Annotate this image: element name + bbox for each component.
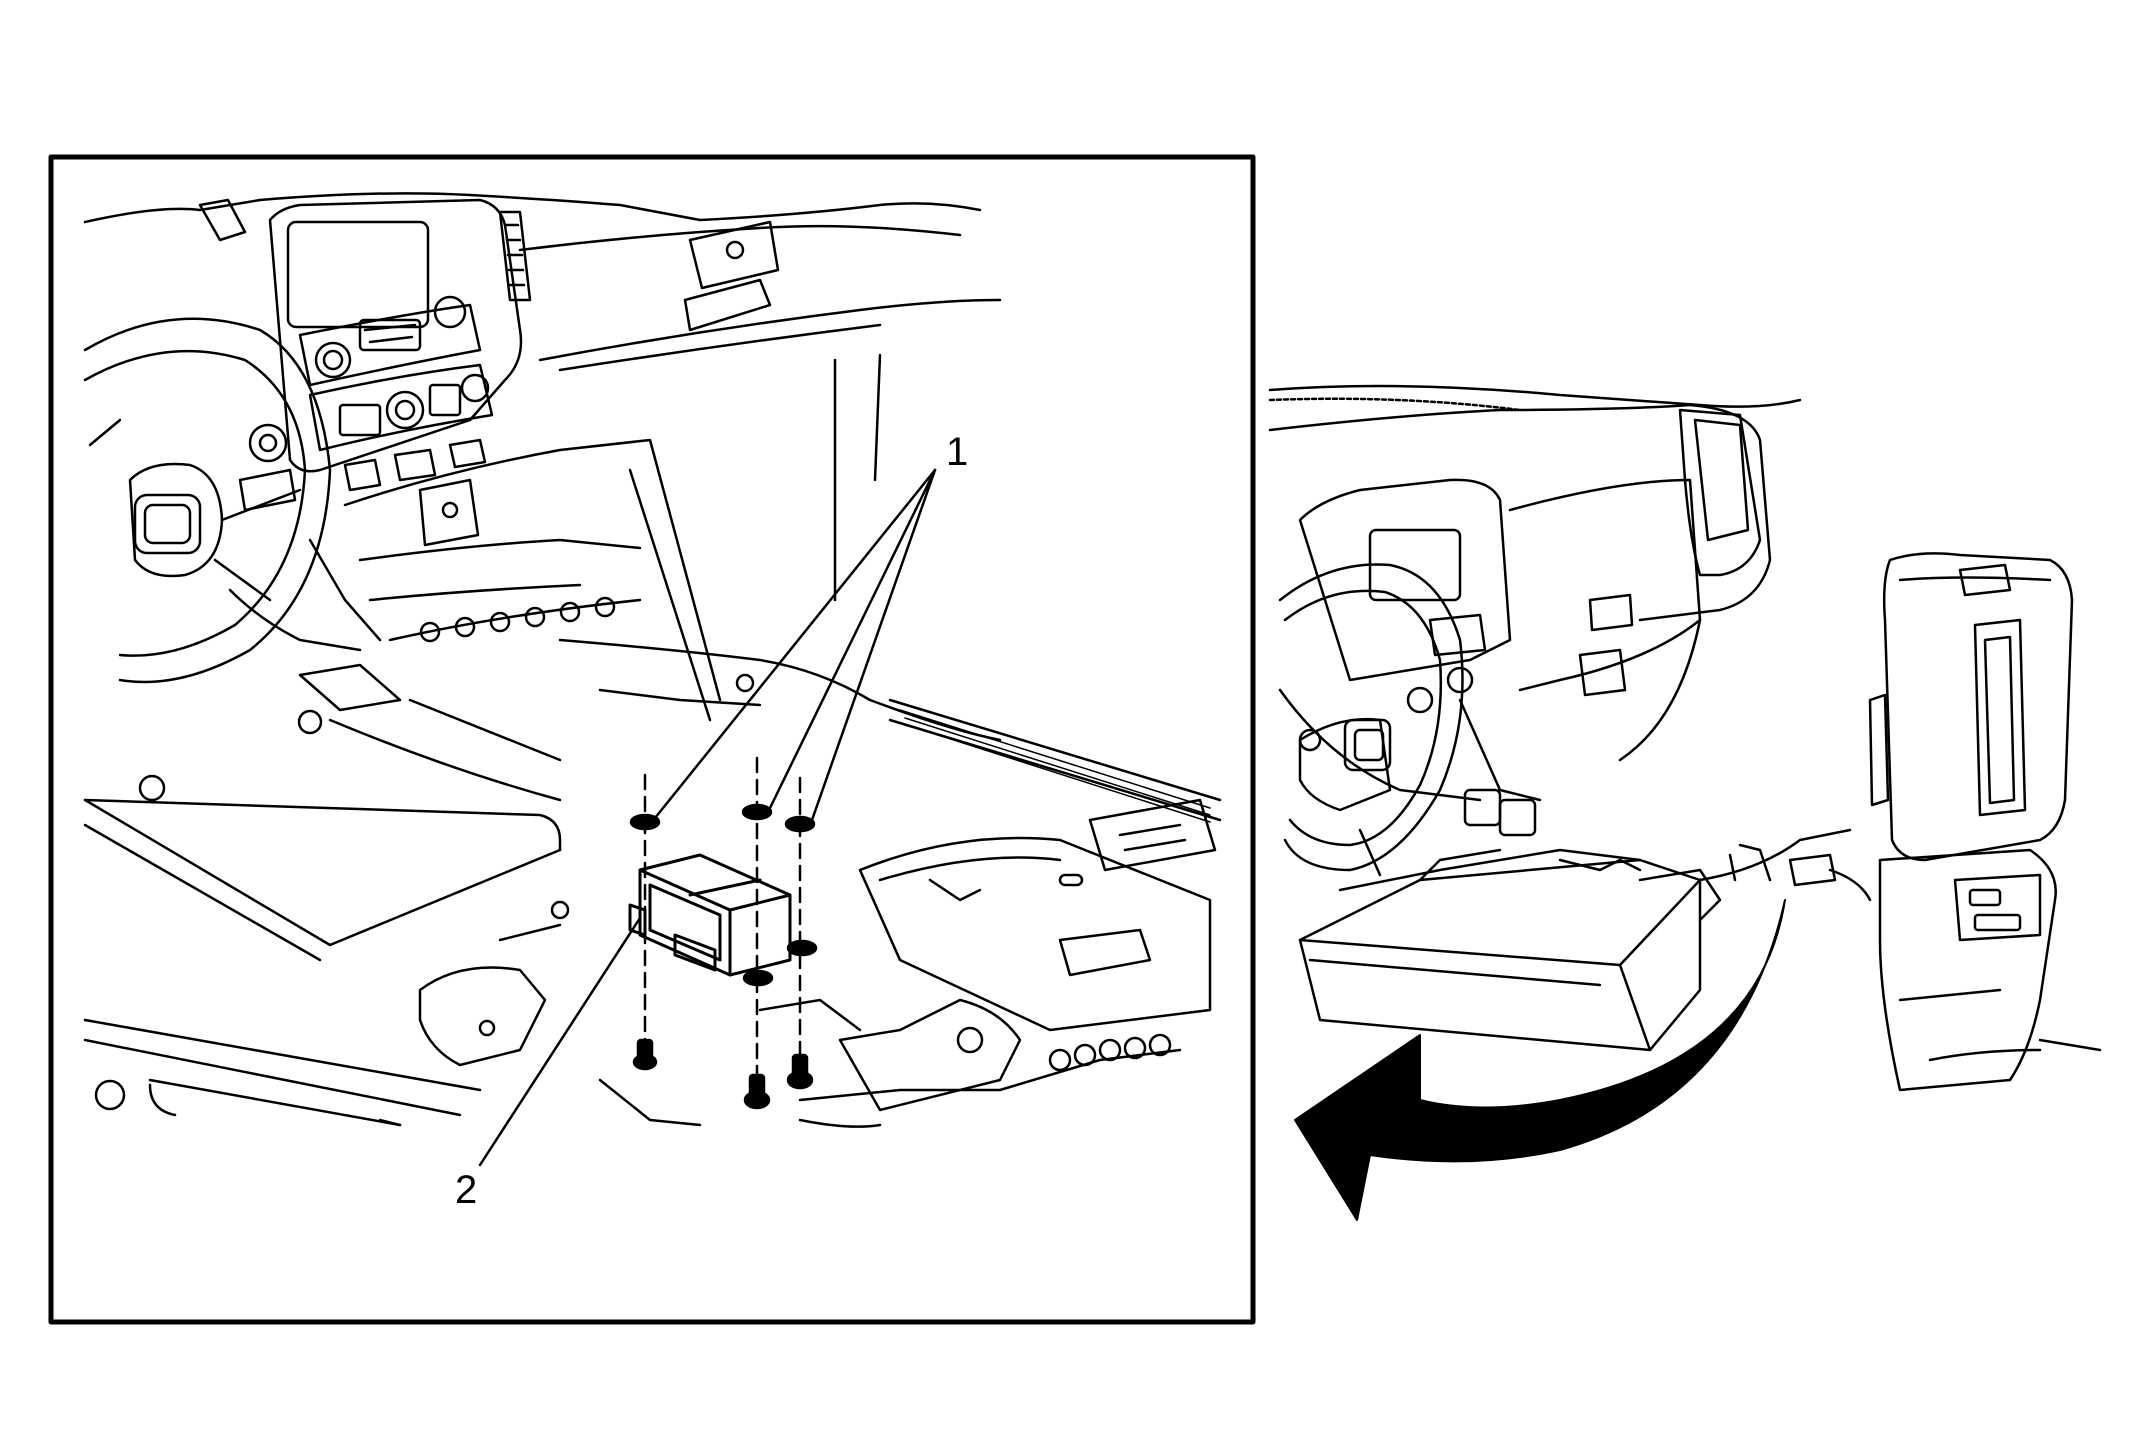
steering-wheel — [83, 198, 382, 684]
center-console — [1298, 552, 2102, 1092]
instrument-panel — [83, 192, 1002, 722]
control-module — [628, 853, 792, 977]
inset-frame — [48, 154, 1256, 1325]
callout-label-1: 1 — [946, 430, 969, 474]
callout-label-2: 2 — [455, 1168, 478, 1212]
curved-arrow-icon — [1294, 899, 1786, 1221]
washer-icon — [629, 803, 818, 987]
floor-pan — [83, 638, 1222, 1128]
leader-lines — [478, 468, 937, 1167]
overview-dash — [1268, 384, 1802, 837]
overview-steering-wheel — [1278, 563, 1464, 877]
fastener-group — [643, 756, 802, 1082]
bolt-icon — [632, 1038, 814, 1110]
